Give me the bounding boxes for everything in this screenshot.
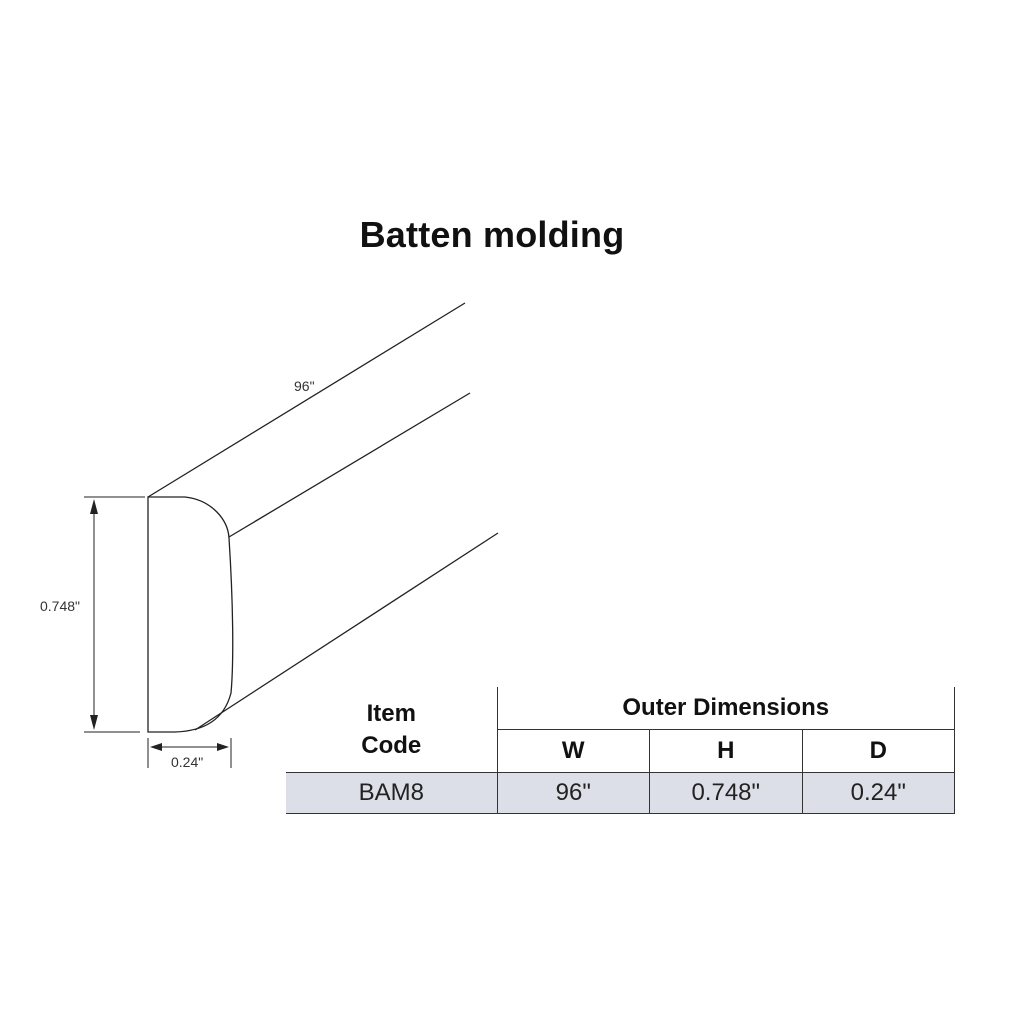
item-code-cell: BAM8 bbox=[286, 772, 498, 814]
outer-dimensions-header: Outer Dimensions bbox=[496, 687, 955, 730]
item-code-header: Item Code bbox=[286, 687, 498, 773]
top-edge-line bbox=[147, 302, 466, 498]
column-header-h: H bbox=[649, 729, 803, 773]
column-header-w: W bbox=[496, 729, 650, 773]
depth-arrow-right bbox=[217, 743, 229, 751]
item-code-header-line2: Code bbox=[361, 731, 422, 759]
height-arrow-up bbox=[90, 499, 98, 514]
length-label: 96" bbox=[294, 378, 315, 394]
depth-arrow-left bbox=[150, 743, 162, 751]
dimensions-table: Item Code Outer Dimensions W H D BAM8 96… bbox=[286, 687, 955, 814]
table-row: BAM8 96" 0.748" 0.24" bbox=[286, 772, 955, 814]
bottom-edge-line bbox=[194, 532, 499, 731]
width-cell: 96" bbox=[497, 772, 650, 814]
page-title: Batten molding bbox=[359, 214, 625, 255]
height-label: 0.748" bbox=[40, 598, 80, 614]
mid-edge-line bbox=[228, 392, 471, 538]
height-arrow-down bbox=[90, 715, 98, 730]
column-header-d: D bbox=[802, 729, 955, 773]
item-code-header-line1: Item bbox=[366, 699, 416, 727]
molding-profile bbox=[147, 496, 234, 733]
height-cell: 0.748" bbox=[649, 772, 803, 814]
depth-label: 0.24" bbox=[171, 754, 203, 770]
depth-cell: 0.24" bbox=[802, 772, 955, 814]
